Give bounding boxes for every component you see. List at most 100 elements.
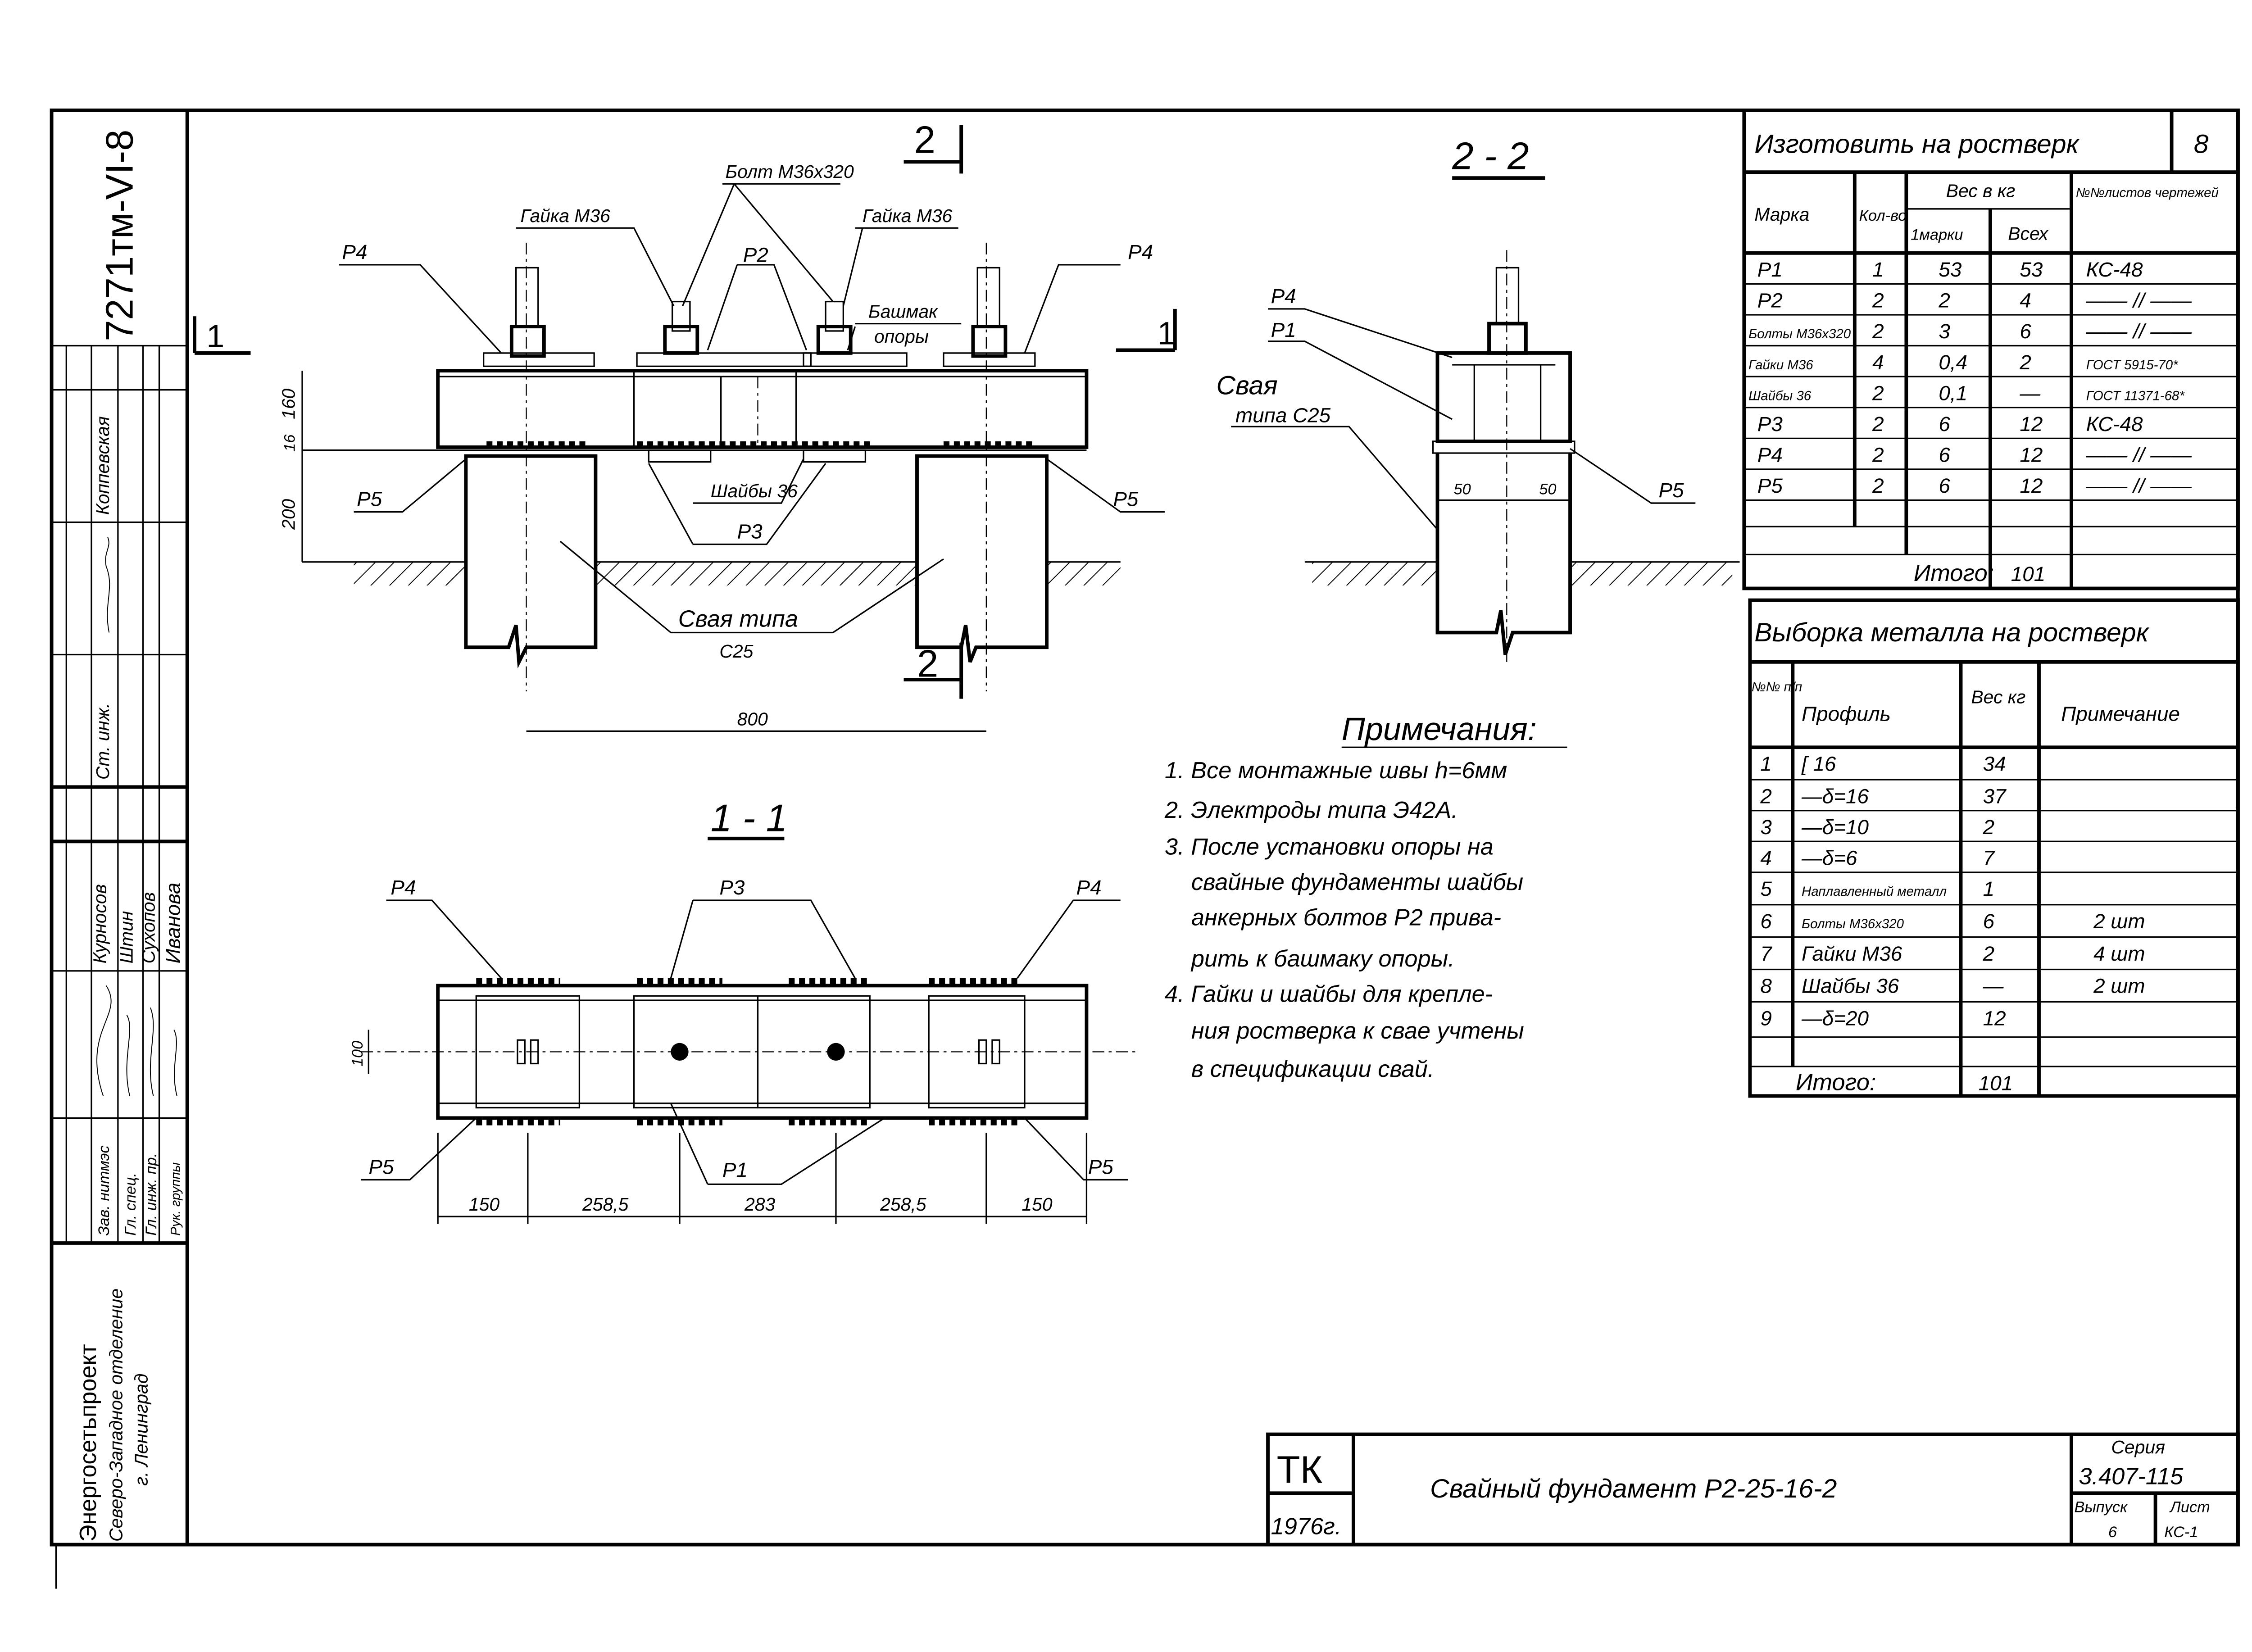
label-p4: Р4 (1271, 285, 1296, 308)
dim-50-right: 50 (1539, 481, 1556, 498)
bolt-center-right (816, 300, 853, 355)
org-mark: ТК (1277, 1448, 1323, 1491)
cell-profile: —δ=6 (1801, 847, 1857, 870)
section-1-1-title: 1 - 1 (711, 797, 787, 840)
org-city: г. Ленинград (131, 1374, 151, 1486)
cell-weight: 34 (1983, 753, 2006, 776)
sheet-frame (50, 109, 2240, 1589)
section-mark-2-top: 2 (914, 119, 935, 162)
cell-per-mark: 53 (1939, 258, 1962, 281)
cell-per-mark: 0,4 (1939, 351, 1967, 374)
table-make: Изготовить на ростверк 8 Марка Кол-во Ве… (1742, 109, 2240, 590)
cell-mark: Шайбы 36 (1748, 388, 1812, 403)
table-make-total-value: 101 (2011, 563, 2045, 585)
role-2: Гл. спец. (122, 1173, 139, 1236)
section-1-1-view: 1 - 1 100 150 258,5 283 258,5 150 (349, 797, 1135, 1224)
cell-total: 12 (2020, 474, 2043, 497)
name-2: Штин (116, 911, 137, 964)
cell-total: 53 (2020, 258, 2043, 281)
table-metal-title: Выборка металла на ростверк (1754, 618, 2149, 647)
note-line: ния ростверка к свае учтены (1191, 1018, 1524, 1044)
section-mark-1-left: 1 (206, 318, 224, 354)
notes-title: Примечания: (1342, 711, 1537, 747)
cell-mark: Р5 (1757, 474, 1783, 497)
cell-qty: 2 (1872, 474, 1884, 497)
cell-sheets: —— // —— (2086, 474, 2192, 497)
cell-per-mark: 2 (1938, 289, 1950, 312)
section-2-2-title: 2 - 2 (1452, 135, 1529, 178)
cell-num: 7 (1760, 942, 1772, 965)
label-p4-right: Р4 (1076, 876, 1102, 899)
label-pile: Свая (1216, 371, 1277, 400)
cell-num: 1 (1760, 753, 1771, 776)
cell-per-mark: 3 (1939, 320, 1950, 343)
cell-sheets: —— // —— (2086, 320, 2192, 343)
doc-code: 7271тм-VI-8 (99, 130, 141, 341)
signature (105, 536, 110, 633)
label-p5-left: Р5 (357, 488, 382, 511)
table-make-count: 8 (2194, 130, 2209, 159)
label-washers: Шайбы 36 (711, 481, 798, 501)
cell-per-mark: 6 (1939, 444, 1950, 467)
cell-weight: 1 (1983, 877, 1994, 900)
signatures (96, 985, 177, 1096)
cell-qty: 2 (1872, 413, 1884, 436)
sheet: КС-1 (2164, 1524, 2198, 1541)
issue-label: Выпуск (2075, 1499, 2129, 1516)
person-top: Коппевская (92, 416, 113, 515)
dim-chain-5: 150 (1022, 1194, 1053, 1215)
cell-num: 8 (1760, 975, 1772, 998)
cell-mark: Р4 (1757, 444, 1783, 467)
dim-chain-4: 258,5 (880, 1194, 926, 1215)
role-1: Зав. нитмэс (95, 1145, 113, 1235)
cell-profile: [ 16 (1801, 753, 1836, 776)
section-mark-2-bottom: 2 (917, 643, 938, 685)
note-line: 2. Электроды типа Э42А. (1164, 797, 1458, 823)
note-line: 1. Все монтажные швы h=6мм (1165, 758, 1507, 784)
header-per-mark: 1марки (1911, 226, 1963, 243)
cell-total: 2 (2019, 351, 2031, 374)
label-pile: Свая типа (678, 606, 798, 632)
header-qty: Кол-во (1859, 207, 1907, 224)
note-line: анкерных болтов Р2 прива- (1191, 905, 1501, 931)
cell-mark: Р1 (1757, 258, 1783, 281)
cell-weight: 12 (1983, 1007, 2006, 1030)
cell-profile: Наплавленный металл (1802, 884, 1947, 899)
table-make-total-label: Итого: (1914, 560, 1994, 586)
cell-weight: 6 (1983, 910, 1995, 933)
header-note: Примечание (2061, 703, 2180, 726)
cell-sheets: —— // —— (2086, 444, 2192, 467)
dim-16: 16 (282, 434, 299, 452)
dim-100: 100 (349, 1041, 366, 1067)
label-p3: Р3 (737, 520, 763, 543)
cell-qty: 2 (1872, 381, 1884, 404)
table-metal: Выборка металла на ростверк №№ п/п Профи… (1748, 598, 2240, 1098)
cell-total: 12 (2020, 444, 2043, 467)
section-2-2-view: 2 - 2 50 50 Р4 Р1 Свая типа С25 Р5 (1216, 135, 1740, 662)
cell-mark: Гайки М36 (1748, 358, 1813, 372)
cell-qty: 2 (1872, 289, 1884, 312)
name-4: Иванова (161, 883, 184, 964)
cell-total: 6 (2020, 320, 2031, 343)
cell-qty: 2 (1872, 444, 1884, 467)
name-1: Курносов (90, 884, 110, 963)
cell-weight: 7 (1983, 847, 1995, 870)
dim-chain-2: 258,5 (582, 1194, 629, 1215)
table-make-title: Изготовить на ростверк (1754, 130, 2079, 159)
cell-sheets: ГОСТ 11371-68* (2086, 388, 2185, 403)
cell-num: 6 (1760, 910, 1772, 933)
section-mark-1-right: 1 (1158, 315, 1176, 351)
cell-qty: 1 (1872, 258, 1884, 281)
label-p2: Р2 (743, 243, 768, 266)
bolt-right (971, 267, 1008, 358)
label-pile-type: типа С25 (1235, 404, 1331, 427)
cell-weight: 2 (1983, 816, 1994, 839)
cell-per-mark: 0,1 (1939, 381, 1967, 404)
cell-num: 4 (1760, 847, 1771, 870)
label-p3: Р3 (719, 876, 745, 899)
cell-note: 4 шт (2093, 942, 2145, 965)
cell-sheets: —— // —— (2086, 289, 2192, 312)
note-line: свайные фундаменты шайбы (1191, 869, 1523, 895)
